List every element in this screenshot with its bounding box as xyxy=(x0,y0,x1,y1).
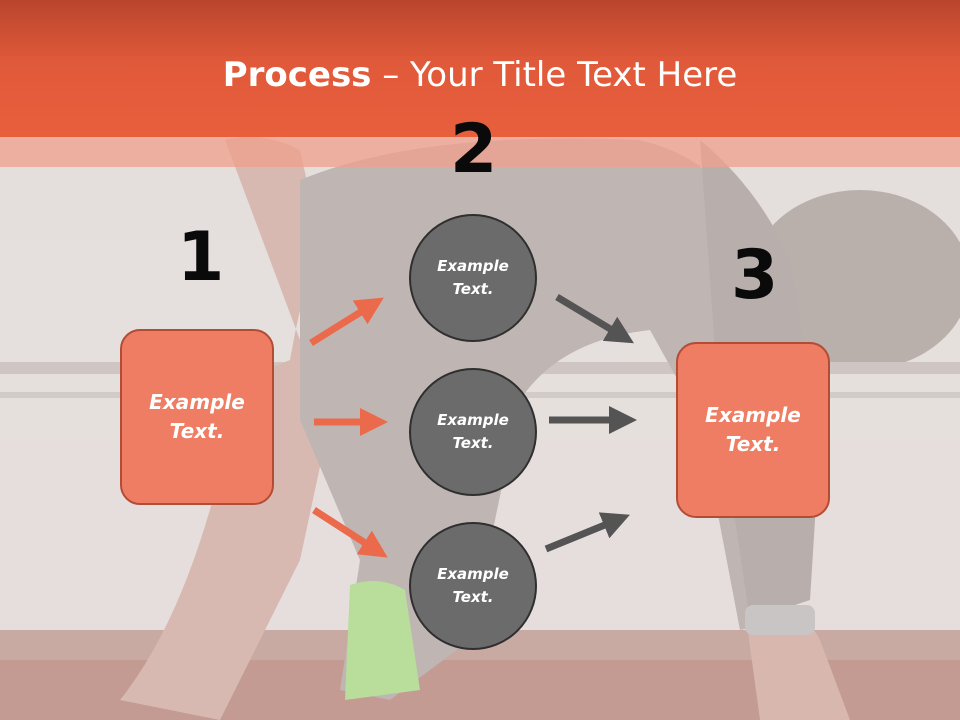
circle-middle-text: Example Text. xyxy=(437,411,509,452)
circle-bottom: Example Text. xyxy=(409,522,537,650)
title-rest: – Your Title Text Here xyxy=(371,55,738,95)
header-band xyxy=(0,137,960,167)
arrow-left-to-top xyxy=(309,297,384,346)
right-box-text: Example Text. xyxy=(705,403,801,456)
circle-top-text: Example Text. xyxy=(437,257,509,298)
arrow-top-to-right xyxy=(555,293,635,344)
step-number-2: 2 xyxy=(450,110,498,189)
left-box-text: Example Text. xyxy=(149,390,245,443)
title-bar xyxy=(0,0,960,137)
circle-middle: Example Text. xyxy=(409,368,537,496)
circle-bottom-text: Example Text. xyxy=(437,565,509,606)
circle-top: Example Text. xyxy=(409,214,537,342)
step-number-3: 3 xyxy=(731,236,779,315)
right-box: Example Text. xyxy=(676,342,830,518)
title-bold: Process xyxy=(222,55,372,95)
arrow-bottom-to-right xyxy=(544,512,630,553)
step-number-1: 1 xyxy=(177,218,225,297)
arrow-left-to-bottom xyxy=(312,507,388,558)
left-box: Example Text. xyxy=(120,329,274,505)
page-title: Process – Your Title Text Here xyxy=(0,52,960,98)
